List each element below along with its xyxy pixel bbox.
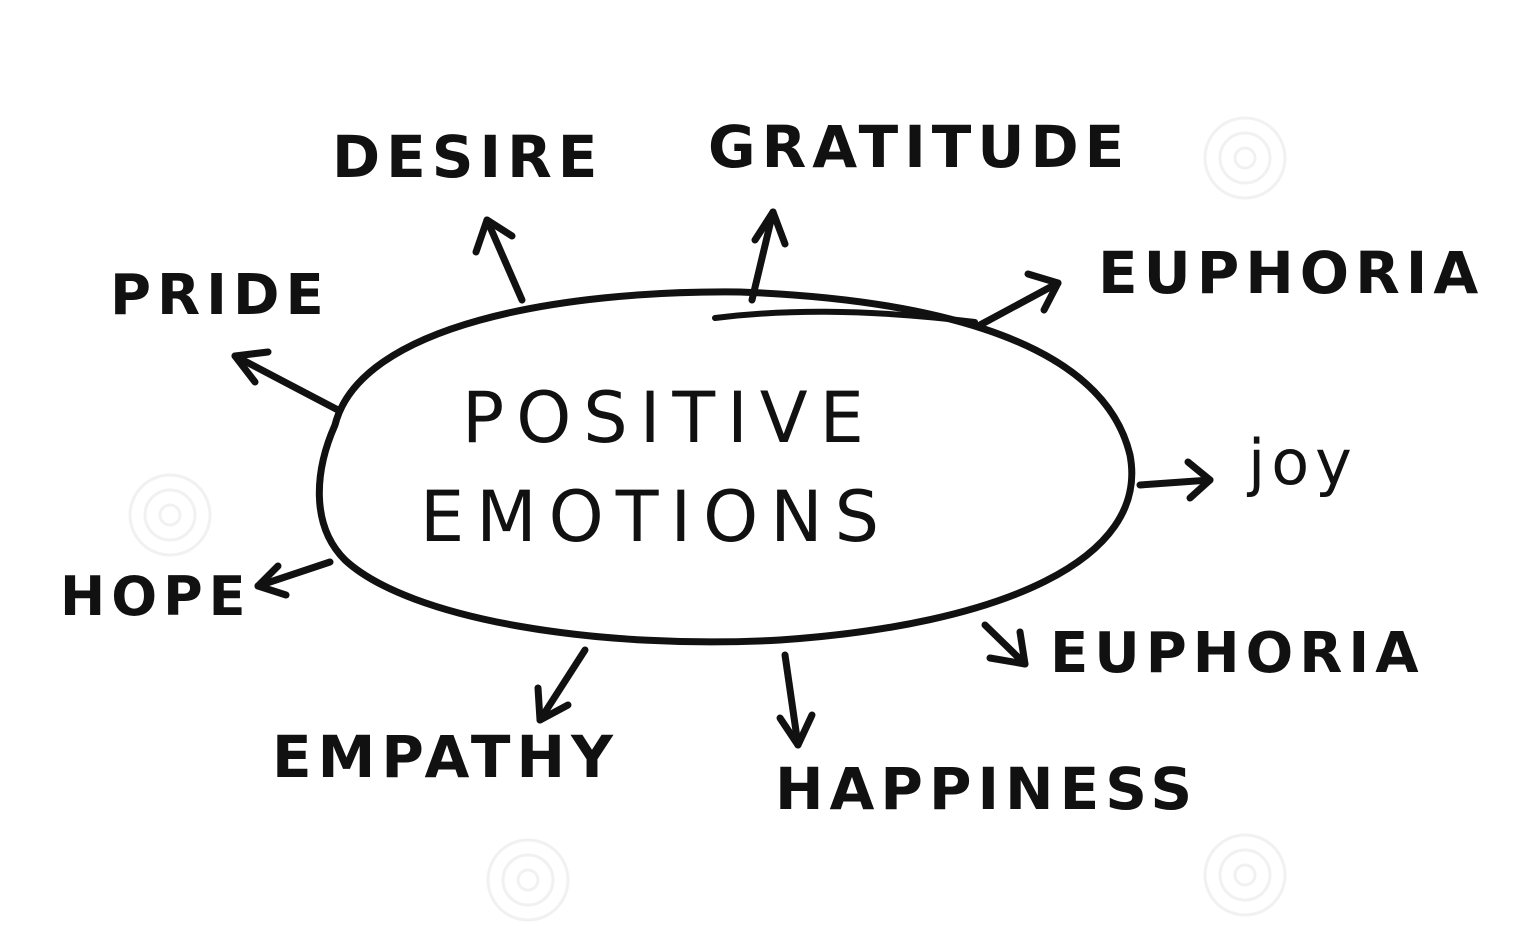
arrow-empathy <box>534 646 589 724</box>
arrow-euphoria-top <box>976 270 1062 329</box>
label-empathy: EMPATHY <box>272 723 620 791</box>
arrow-desire <box>472 216 526 304</box>
arrow-euphoria-bottom <box>981 621 1029 668</box>
arrow-joy <box>1136 458 1214 502</box>
oval-overlap-stroke <box>712 308 978 325</box>
label-happiness: HAPPINESS <box>775 755 1199 823</box>
watermark <box>128 116 1287 922</box>
label-hope: HOPE <box>60 565 252 628</box>
label-pride: PRIDE <box>110 263 330 328</box>
label-joy: joy <box>1248 426 1358 499</box>
arrow-pride <box>231 348 342 414</box>
label-gratitude: GRATITUDE <box>708 113 1131 181</box>
label-desire: DESIRE <box>332 123 604 191</box>
arrow-gratitude <box>748 208 789 304</box>
center-oval <box>315 288 1136 646</box>
label-euphoria-bottom: EUPHORIA <box>1050 621 1425 686</box>
label-euphoria-top: EUPHORIA <box>1098 239 1485 307</box>
arrow-happiness <box>776 651 816 749</box>
center-title-line2: EMOTIONS <box>420 476 892 558</box>
center-title-line1: POSITIVE <box>462 377 876 459</box>
arrow-hope <box>254 558 334 599</box>
